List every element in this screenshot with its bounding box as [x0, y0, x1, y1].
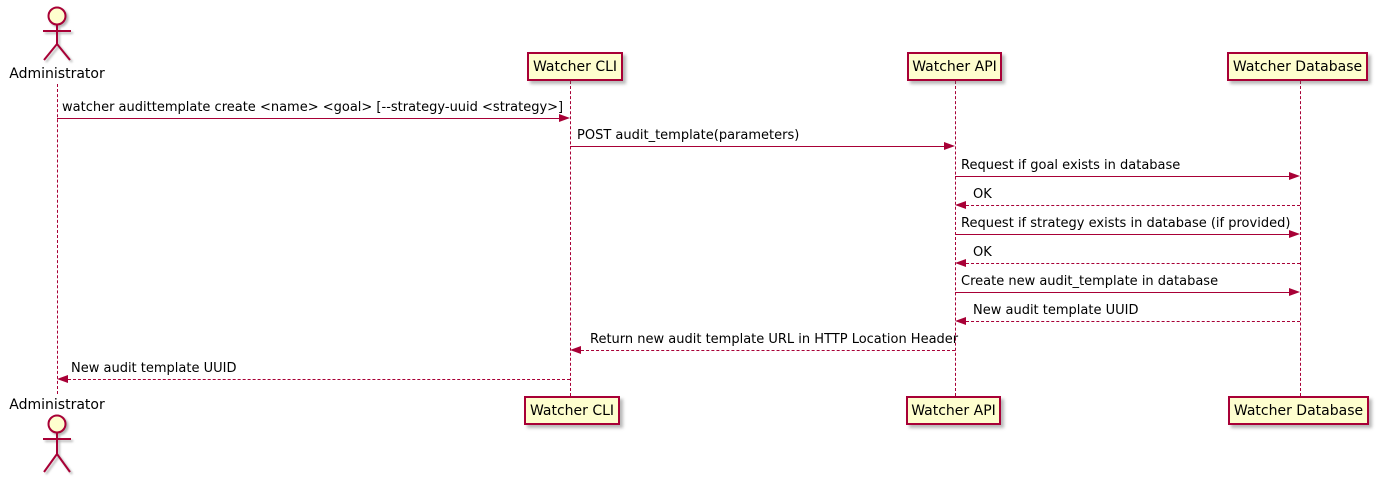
- message-label: OK: [973, 245, 992, 260]
- actor-icon: [43, 414, 71, 473]
- message-label: watcher audittemplate create <name> <goa…: [62, 100, 564, 115]
- participant-watcher-cli-top: Watcher CLI: [527, 52, 623, 81]
- message-arrow: [570, 346, 955, 355]
- actor-label-top: Administrator: [9, 66, 105, 82]
- message-label: Request if strategy exists in database (…: [961, 216, 1291, 231]
- message-label: Create new audit_template in database: [961, 274, 1219, 289]
- lifeline-watcher-cli: [570, 81, 571, 396]
- message-arrow: [955, 288, 1300, 297]
- lifeline-watcher-database: [1300, 81, 1301, 396]
- actor-label-bottom: Administrator: [9, 397, 105, 413]
- lifeline-watcher-api: [955, 81, 956, 396]
- message-arrow: [955, 317, 1300, 326]
- actor-icon: [43, 6, 71, 61]
- participant-watcher-database-top: Watcher Database: [1227, 52, 1368, 81]
- participant-watcher-api-bottom: Watcher API: [906, 396, 1001, 425]
- message-arrow: [955, 259, 1300, 268]
- lifeline-administrator: [57, 84, 58, 394]
- participant-watcher-api-top: Watcher API: [907, 52, 1002, 81]
- message-label: New audit template UUID: [973, 303, 1139, 318]
- message-label: OK: [973, 187, 992, 202]
- message-label: POST audit_template(parameters): [577, 128, 800, 143]
- message-label: Request if goal exists in database: [961, 158, 1181, 173]
- message-label: New audit template UUID: [71, 361, 237, 376]
- message-arrow: [57, 375, 570, 384]
- message-arrow: [955, 172, 1300, 181]
- message-label: Return new audit template URL in HTTP Lo…: [590, 332, 959, 347]
- message-arrow: [57, 114, 570, 123]
- message-arrow: [955, 230, 1300, 239]
- participant-watcher-database-bottom: Watcher Database: [1228, 396, 1369, 425]
- message-arrow: [570, 142, 955, 151]
- participant-watcher-cli-bottom: Watcher CLI: [524, 396, 620, 425]
- message-arrow: [955, 201, 1300, 210]
